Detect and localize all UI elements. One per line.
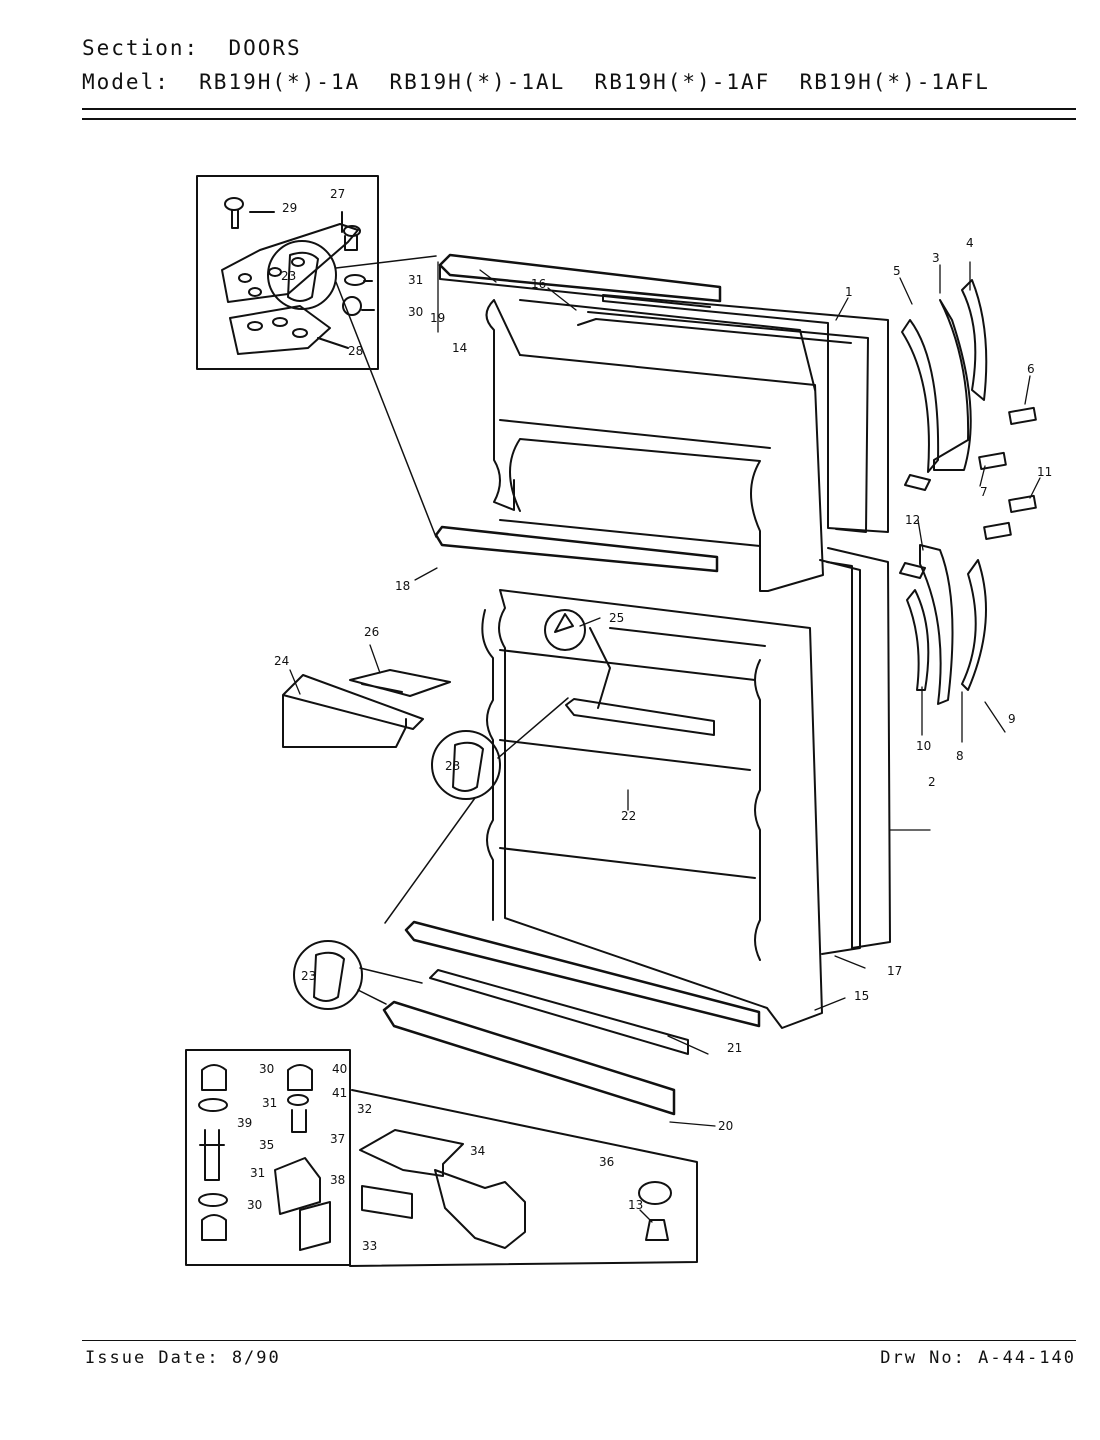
callout-17: 17 (887, 964, 902, 978)
callout-6: 6 (1027, 362, 1035, 376)
callout-31: 31 (262, 1096, 277, 1110)
fresh-food-door-panel (819, 547, 891, 955)
footer-rule (82, 1340, 1076, 1341)
freezer-door-liner (434, 253, 824, 592)
callout-25: 25 (609, 611, 624, 625)
callout-5: 5 (893, 264, 901, 278)
leader-lines (289, 261, 1041, 1223)
callout-39: 39 (237, 1116, 252, 1130)
callout-3: 3 (932, 251, 940, 265)
callout-4: 4 (966, 236, 974, 250)
callout-12: 12 (905, 513, 920, 527)
callout-19: 19 (430, 311, 445, 325)
upper-hinge-inset (196, 175, 379, 370)
callout-27: 27 (330, 187, 345, 201)
callout-41: 41 (332, 1086, 347, 1100)
callout-23: 23 (281, 269, 296, 283)
callout-23: 23 (301, 969, 316, 983)
model-number: RB19H(*)-1AL (389, 70, 566, 94)
callout-38: 38 (330, 1173, 345, 1187)
issue-date: Issue Date: 8/90 (85, 1348, 281, 1368)
callout-9: 9 (1008, 712, 1016, 726)
callout-14: 14 (452, 341, 467, 355)
model-number: RB19H(*)-1AFL (799, 70, 990, 94)
callout-8: 8 (956, 749, 964, 763)
callout-11: 11 (1037, 465, 1052, 479)
callout-21: 21 (727, 1041, 742, 1055)
model-number: RB19H(*)-1AF (594, 70, 771, 94)
handle-trim-parts (899, 279, 1037, 705)
lower-hinge-inset (185, 1049, 698, 1267)
section-value: DOORS (228, 36, 302, 60)
callout-33: 33 (362, 1239, 377, 1253)
drawing-number: Drw No: A-44-140 (880, 1348, 1076, 1368)
callout-23: 23 (445, 759, 460, 773)
callout-2: 2 (928, 775, 936, 789)
callout-35: 35 (259, 1138, 274, 1152)
fresh-food-door-liner (382, 589, 823, 1116)
callout-36: 36 (599, 1155, 614, 1169)
callout-30: 30 (247, 1198, 262, 1212)
model-number: RB19H(*)-1A (199, 70, 361, 94)
header-rule-bottom (82, 118, 1076, 120)
section-label: Section: (82, 36, 200, 60)
freezer-door-panel (577, 294, 889, 533)
callout-29: 29 (282, 201, 297, 215)
shelf-bar-and-guard (282, 669, 451, 748)
callout-16: 16 (531, 277, 546, 291)
callout-28: 28 (348, 344, 363, 358)
callout-7: 7 (980, 485, 988, 499)
callout-31: 31 (408, 273, 423, 287)
model-label: Model: (82, 70, 170, 94)
callout-13: 13 (628, 1198, 643, 1212)
callout-37: 37 (330, 1132, 345, 1146)
callout-26: 26 (364, 625, 379, 639)
callout-31: 31 (250, 1166, 265, 1180)
callout-10: 10 (916, 739, 931, 753)
callout-15: 15 (854, 989, 869, 1003)
callout-34: 34 (470, 1144, 485, 1158)
model-line: Model: RB19H(*)-1A RB19H(*)-1AL RB19H(*)… (82, 70, 990, 94)
callout-20: 20 (718, 1119, 733, 1133)
section-line: Section: DOORS (82, 36, 302, 60)
callout-30: 30 (408, 305, 423, 319)
callout-22: 22 (621, 809, 636, 823)
callout-32: 32 (357, 1102, 372, 1116)
callout-30: 30 (259, 1062, 274, 1076)
callout-18: 18 (395, 579, 410, 593)
callout-24: 24 (274, 654, 289, 668)
callout-40: 40 (332, 1062, 347, 1076)
door-bar-clip-detail (267, 240, 569, 1010)
header-rule-top (82, 108, 1076, 110)
callout-1: 1 (845, 285, 853, 299)
